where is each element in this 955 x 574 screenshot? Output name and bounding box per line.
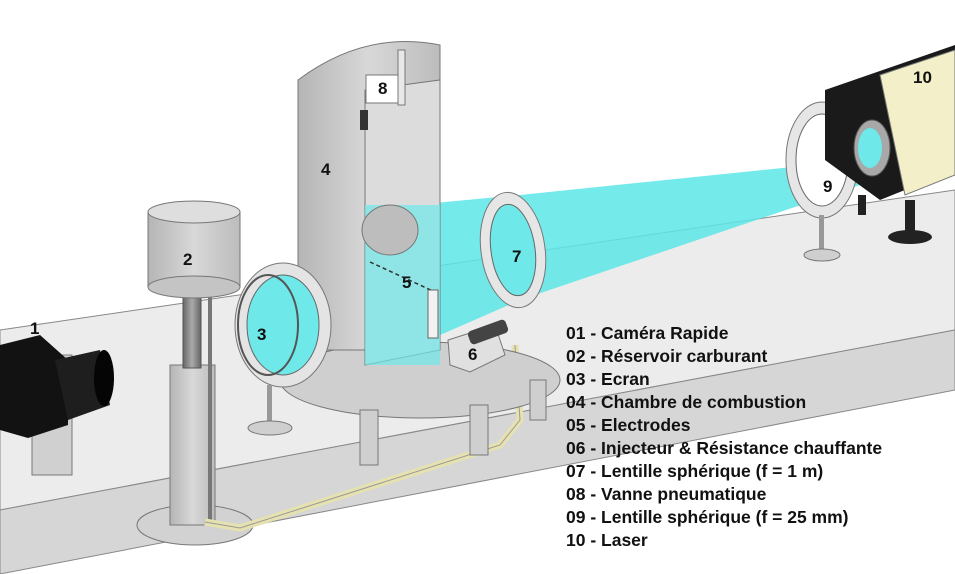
legend-item-10: 10 - Laser [566, 530, 648, 550]
label-4: 4 [321, 160, 331, 179]
electrodes [369, 261, 439, 339]
legend-item-08: 08 - Vanne pneumatique [566, 484, 767, 504]
legend-item-01: 01 - Caméra Rapide [566, 323, 729, 343]
laser [825, 45, 955, 244]
label-10: 10 [913, 68, 932, 87]
injector [447, 319, 509, 373]
pneumatic-valve [360, 49, 406, 130]
label-9: 9 [823, 177, 832, 196]
fuel-tank [136, 200, 254, 546]
label-8: 8 [378, 79, 387, 98]
label-2: 2 [183, 250, 192, 269]
legend-item-02: 02 - Réservoir carburant [566, 346, 768, 366]
legend-item-07: 07 - Lentille sphérique (f = 1 m) [566, 461, 824, 481]
label-7: 7 [512, 247, 521, 266]
screen-port [234, 262, 332, 436]
label-5: 5 [402, 273, 411, 292]
label-6: 6 [468, 345, 477, 364]
label-1: 1 [30, 319, 39, 338]
spherical-lens-1m [479, 191, 547, 309]
legend-item-04: 04 - Chambre de combustion [566, 392, 807, 412]
part-number-labels: 1 2 3 4 5 6 7 8 9 10 [30, 68, 932, 364]
legend-item-03: 03 - Ecran [566, 369, 650, 389]
parts-legend: 01 - Caméra Rapide 02 - Réservoir carbur… [566, 322, 955, 552]
high-speed-camera [0, 335, 114, 476]
legend-item-09: 09 - Lentille sphérique (f = 25 mm) [566, 507, 849, 527]
legend-item-05: 05 - Electrodes [566, 415, 691, 435]
legend-item-06: 06 - Injecteur & Résistance chauffante [566, 438, 883, 458]
label-3: 3 [257, 325, 266, 344]
